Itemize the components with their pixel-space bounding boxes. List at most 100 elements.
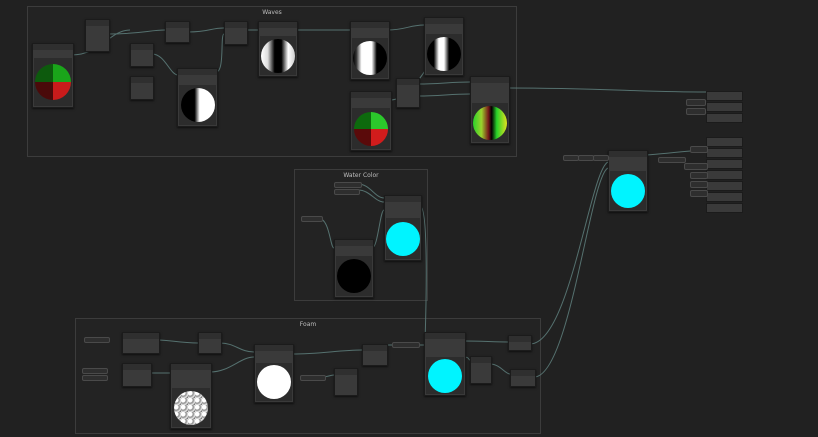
- fragment-row-base-color[interactable]: [706, 137, 743, 147]
- node-preview: [260, 36, 296, 75]
- node-header: [178, 69, 217, 75]
- node-header: [397, 79, 419, 85]
- node-header: [131, 77, 153, 83]
- group-title-water-color: Water Color: [343, 172, 379, 179]
- node-preview: [352, 108, 390, 149]
- node-add-foam-bottom[interactable]: [510, 369, 536, 387]
- node-header: [351, 22, 389, 28]
- node-header: [509, 336, 531, 342]
- vertex-row-normal[interactable]: [706, 102, 743, 112]
- node-split-top[interactable]: [224, 21, 248, 45]
- node-scene-depth-foam[interactable]: [122, 332, 160, 354]
- node-vector-small-2[interactable]: [130, 76, 154, 100]
- node-header: [425, 333, 465, 339]
- node-lerp-foam[interactable]: [424, 332, 466, 396]
- vertex-row-tangent[interactable]: [706, 113, 743, 123]
- node-header: [171, 364, 211, 370]
- input-color-deep[interactable]: [334, 182, 362, 188]
- vertex-input-normal[interactable]: [686, 108, 706, 115]
- node-multiply-foam[interactable]: [362, 344, 388, 366]
- sphere-preview-icon: [428, 358, 462, 393]
- node-vector-small[interactable]: [130, 43, 154, 67]
- node-multiply-top[interactable]: [165, 21, 190, 43]
- fragment-row-smoothness[interactable]: [706, 170, 743, 180]
- fragment-row-occlusion[interactable]: [706, 192, 743, 202]
- node-sample-texture-left[interactable]: [32, 43, 74, 108]
- node-subtract-foam[interactable]: [198, 332, 222, 354]
- node-vector-foam[interactable]: [334, 368, 358, 396]
- node-preview: [256, 363, 292, 401]
- node-header: [335, 240, 373, 246]
- node-split-mid[interactable]: [396, 78, 420, 108]
- node-header: [199, 333, 221, 339]
- node-gradient-noise[interactable]: [170, 363, 212, 429]
- lerp-input-c[interactable]: [593, 155, 609, 161]
- node-split-foam[interactable]: [470, 356, 492, 384]
- node-header: [471, 77, 509, 83]
- node-sine-preview[interactable]: [258, 21, 298, 77]
- input-color-shallow[interactable]: [334, 189, 360, 195]
- node-tiling-foam[interactable]: [122, 363, 152, 387]
- sphere-preview-icon: [354, 111, 388, 146]
- foam-input-4[interactable]: [300, 375, 326, 381]
- node-header: [511, 370, 535, 376]
- sphere-preview-icon: [257, 365, 291, 399]
- lerp-input-a[interactable]: [563, 155, 579, 161]
- node-combine-preview[interactable]: [470, 76, 510, 144]
- fragment-input-b[interactable]: [684, 163, 708, 170]
- node-power-preview[interactable]: [424, 17, 464, 76]
- fragment-row-metallic[interactable]: [706, 159, 743, 169]
- node-header: [86, 20, 109, 26]
- node-add-foam-top[interactable]: [508, 335, 532, 351]
- vertex-input-position[interactable]: [686, 99, 706, 106]
- foam-input-2[interactable]: [82, 368, 108, 374]
- sphere-preview-icon: [180, 88, 215, 122]
- node-scene-depth[interactable]: [334, 239, 374, 298]
- fragment-input-c[interactable]: [690, 172, 708, 179]
- node-preview: [172, 388, 210, 427]
- foam-input-1[interactable]: [84, 337, 110, 343]
- panel-fragment: [706, 130, 743, 214]
- port-row: [86, 38, 109, 42]
- fragment-row-alpha[interactable]: [706, 203, 743, 213]
- node-header: [335, 369, 357, 375]
- node-preview: [352, 38, 388, 78]
- sphere-preview-icon: [261, 38, 295, 73]
- node-remap-preview[interactable]: [350, 21, 390, 80]
- node-header: [123, 333, 159, 339]
- node-header: [166, 22, 189, 28]
- group-title-waves: Waves: [262, 9, 282, 16]
- node-add-preview[interactable]: [177, 68, 218, 127]
- node-preview: [610, 171, 646, 210]
- sphere-preview-icon: [353, 41, 387, 75]
- input-depth[interactable]: [301, 216, 323, 222]
- node-preview: [472, 103, 508, 142]
- node-position[interactable]: [350, 91, 392, 151]
- sphere-preview-icon: [337, 259, 371, 293]
- node-lerp-final[interactable]: [608, 150, 648, 212]
- foam-input-3[interactable]: [82, 375, 108, 381]
- sphere-preview-icon: [473, 105, 507, 140]
- fragment-input-e[interactable]: [690, 190, 708, 197]
- node-preview: [426, 357, 464, 394]
- node-preview: [34, 58, 72, 106]
- sphere-preview-icon: [427, 37, 461, 71]
- node-step-foam[interactable]: [254, 344, 294, 403]
- node-header: [385, 196, 421, 202]
- node-header: [706, 84, 743, 90]
- node-header: [351, 92, 391, 98]
- fragment-input-a[interactable]: [690, 146, 708, 153]
- foam-output-pill[interactable]: [392, 342, 420, 348]
- node-header: [609, 151, 647, 157]
- fragment-input-d[interactable]: [690, 181, 708, 188]
- node-tiling-offset[interactable]: [85, 19, 110, 52]
- vertex-row-position[interactable]: [706, 91, 743, 101]
- fragment-row-normal[interactable]: [706, 148, 743, 158]
- sphere-preview-icon: [35, 64, 71, 100]
- node-preview: [426, 34, 462, 74]
- node-preview: [336, 256, 372, 296]
- fragment-row-emission[interactable]: [706, 181, 743, 191]
- node-lerp-water[interactable]: [384, 195, 422, 261]
- lerp-output-pill[interactable]: [658, 157, 686, 163]
- lerp-input-b[interactable]: [578, 155, 594, 161]
